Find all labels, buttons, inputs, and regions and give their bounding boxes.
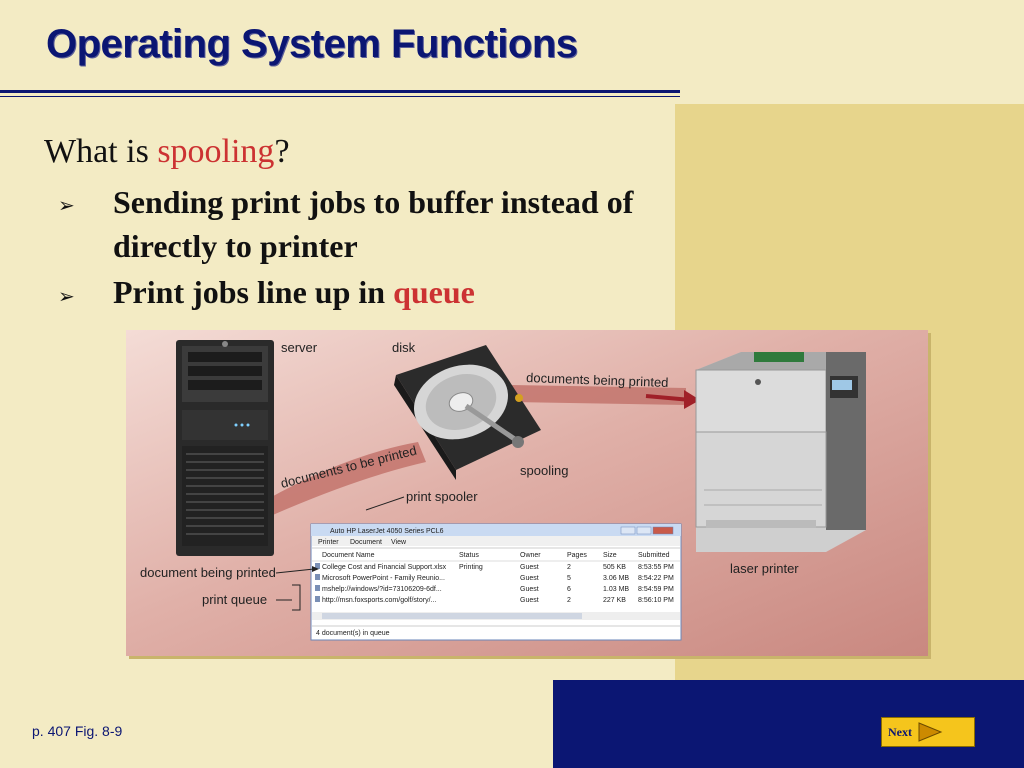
maximize-button[interactable]	[636, 526, 652, 535]
right-arrow-icon	[918, 722, 943, 742]
queue-cell[interactable]: Guest	[520, 564, 539, 571]
laser-printer-icon	[695, 352, 866, 552]
queue-cell[interactable]: Guest	[520, 597, 539, 604]
menu-document[interactable]: Document	[350, 539, 382, 546]
queue-cell[interactable]: 8:54:59 PM	[638, 586, 674, 593]
next-button[interactable]: Next	[881, 717, 975, 747]
queue-cell[interactable]: 8:53:55 PM	[638, 564, 674, 571]
question-prefix: What is	[44, 133, 158, 170]
document-icon	[315, 563, 320, 569]
queue-cell[interactable]: http://msn.foxsports.com/golf/story/...	[322, 597, 436, 604]
document-being-printed-pointer	[275, 568, 315, 574]
menu-view[interactable]: View	[391, 539, 407, 546]
print-queue-window[interactable]: Auto HP LaserJet 4050 Series PCL6 Printe…	[310, 523, 682, 641]
bullet-1-text: Sending print jobs to buffer instead of …	[113, 180, 633, 268]
title-rule	[0, 90, 680, 93]
column-size[interactable]: Size	[603, 552, 617, 559]
question-mark: ?	[274, 133, 290, 170]
scrollbar-thumb[interactable]	[322, 613, 582, 619]
bullet-arrow-icon: ➢	[58, 195, 75, 217]
documents-being-printed-band	[511, 385, 686, 405]
disk-label: disk	[392, 340, 416, 355]
bullet-1-line-1: Sending print jobs to buffer instead of	[113, 184, 634, 220]
server-icon	[176, 340, 274, 556]
minimize-button[interactable]	[620, 526, 636, 535]
bullet-2-prefix: Print jobs line up in	[113, 274, 394, 310]
queue-cell[interactable]: 227 KB	[603, 597, 626, 604]
queue-term: queue	[393, 274, 475, 310]
queue-cell[interactable]: 2	[567, 597, 571, 604]
server-label: server	[281, 340, 318, 355]
queue-cell[interactable]: Guest	[520, 575, 539, 582]
print-queue-label: print queue	[202, 592, 267, 607]
queue-rows: College Cost and Financial Support.xlsx P…	[315, 563, 674, 604]
column-status[interactable]: Status	[459, 552, 479, 559]
slide-title: Operating System Functions	[46, 22, 578, 66]
document-icon	[315, 574, 320, 580]
spooling-term: spooling	[157, 133, 275, 170]
pointer-arrowhead-icon	[312, 566, 319, 572]
column-submitted[interactable]: Submitted	[638, 552, 670, 559]
menu-printer[interactable]: Printer	[318, 539, 339, 546]
documents-being-printed-label: documents being printed	[526, 370, 669, 390]
question-line: What is spooling?	[44, 133, 290, 171]
queue-status-text: 4 document(s) in queue	[316, 630, 390, 637]
laser-printer-label: laser printer	[730, 561, 799, 576]
print-queue-bracket	[276, 584, 301, 611]
figure-caption: p. 407 Fig. 8-9	[32, 723, 123, 739]
queue-cell[interactable]: mshelp://windows/?id=73106209-6df...	[322, 586, 442, 593]
hard-disk-icon	[394, 345, 541, 480]
queue-cell[interactable]: 8:54:22 PM	[638, 575, 674, 582]
queue-cell[interactable]: Microsoft PowerPoint - Family Reunio...	[322, 575, 445, 582]
spooling-figure: documents to be printed documents being …	[126, 330, 928, 656]
queue-cell[interactable]: 6	[567, 586, 571, 593]
title-rule-thin	[0, 96, 680, 97]
queue-cell[interactable]: Guest	[520, 586, 539, 593]
queue-cell[interactable]: 5	[567, 575, 571, 582]
column-document-name[interactable]: Document Name	[322, 552, 375, 559]
queue-cell[interactable]: 3.06 MB	[603, 575, 629, 582]
bullet-1-line-2: directly to printer	[113, 228, 358, 264]
spooling-label: spooling	[520, 463, 568, 478]
queue-cell[interactable]: 2	[567, 564, 571, 571]
document-icon	[315, 596, 320, 602]
document-icon	[315, 585, 320, 591]
column-pages[interactable]: Pages	[567, 552, 587, 559]
next-button-label: Next	[888, 725, 912, 739]
close-button[interactable]	[652, 526, 674, 535]
print-flow-arrowhead-icon	[684, 390, 700, 409]
print-spooler-pointer	[365, 496, 405, 511]
window-title: Auto HP LaserJet 4050 Series PCL6	[330, 528, 444, 535]
column-owner[interactable]: Owner	[520, 552, 541, 559]
documents-to-be-printed-band	[266, 442, 426, 518]
print-flow-arrow-line	[645, 394, 692, 402]
window-titlebar[interactable]	[311, 524, 681, 536]
queue-cell[interactable]: 505 KB	[603, 564, 626, 571]
document-being-printed-label: document being printed	[140, 565, 276, 580]
queue-cell[interactable]: 1.03 MB	[603, 586, 629, 593]
print-spooler-label: print spooler	[406, 489, 478, 504]
bullet-arrow-icon: ➢	[58, 286, 75, 308]
bullet-2-text: Print jobs line up in queue	[113, 270, 475, 314]
queue-cell[interactable]: College Cost and Financial Support.xlsx	[322, 564, 447, 571]
spooling-illustration: documents to be printed documents being …	[126, 330, 928, 656]
queue-cell[interactable]: Printing	[459, 564, 483, 571]
queue-cell[interactable]: 8:56:10 PM	[638, 597, 674, 604]
